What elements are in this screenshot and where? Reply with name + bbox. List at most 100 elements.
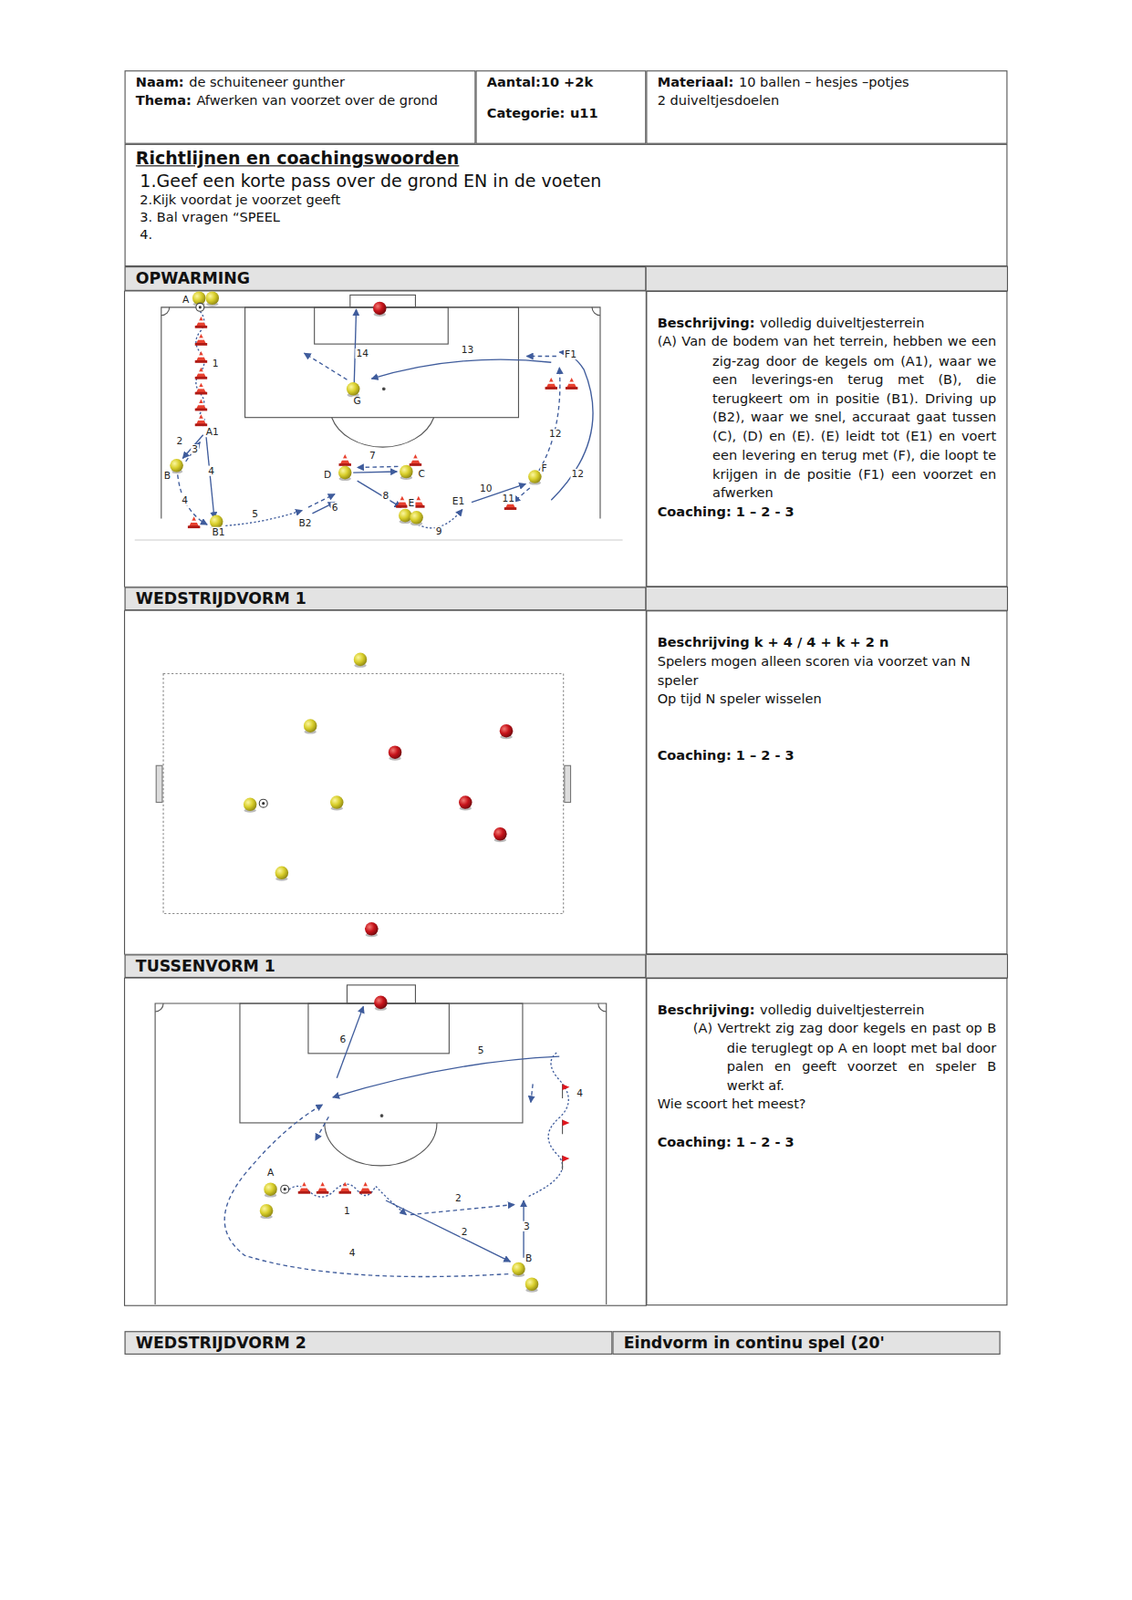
cell-text: de schuiteneer gunther: [188, 74, 345, 91]
text-line: WEDSTRIJDVORM 2: [135, 1332, 602, 1354]
text-line: 2.Kijk voordat je voorzet geeft: [135, 192, 997, 210]
table-cell: Richtlijnen en coachingswoorden1.Geef ee…: [124, 144, 1008, 267]
cell-heading: Beschrijving:: [657, 315, 756, 332]
player-letter: A1: [205, 426, 220, 437]
text-line: Beschrijving k + 4 / 4 + k + 2 n: [657, 633, 997, 654]
drawing-path: [471, 483, 526, 502]
cell-text: Coaching: 1 – 2 - 3: [657, 1133, 795, 1150]
text-line: 2 duiveltjesdoelen: [657, 92, 997, 112]
text-line: Thema:Afwerken van voorzet over de grond: [135, 92, 465, 112]
drawing-use: [263, 1182, 278, 1197]
callout-number: 6: [331, 502, 340, 513]
callout-number: 9: [435, 526, 444, 537]
drawing-path: [550, 352, 593, 500]
cell-heading: Naam:: [135, 74, 185, 91]
callout-number: 1: [342, 1205, 352, 1216]
callout-number: 3: [190, 444, 199, 455]
callout-number: 5: [477, 1045, 486, 1056]
drawing-path: [371, 359, 551, 379]
drawing-use: [195, 316, 208, 329]
player-letter: F1: [563, 349, 578, 360]
drawing-path: [315, 1116, 330, 1141]
drawing-use: [195, 351, 208, 364]
cell-text: Coaching: 1 – 2 - 3: [657, 503, 795, 520]
cell-text: 3. Bal vragen “SPEEL: [135, 208, 281, 225]
drawing-use: [259, 799, 268, 808]
section-header-cell: OPWARMING: [124, 266, 647, 291]
player-letter: C: [416, 468, 426, 479]
cell-heading: WEDSTRIJDVORM 2: [135, 1334, 307, 1353]
drawing-line: [135, 539, 624, 541]
callout-number: 12: [570, 468, 585, 479]
text-line: WEDSTRIJDVORM 1: [135, 589, 635, 611]
text-line: TUSSENVORM 1: [135, 956, 635, 978]
page: Naam:de schuiteneer guntherThema:Afwerke…: [0, 0, 1132, 1431]
drawing-rect: [245, 307, 520, 418]
callout-number: 13: [460, 345, 476, 356]
player-letter: E: [406, 498, 416, 509]
cell-text: 2.Kijk voordat je voorzet geeft: [135, 192, 341, 208]
cell-text: (A) Van de bodem van het terrein, hebben…: [657, 332, 997, 503]
drawing-rect: [645, 586, 1008, 611]
drawing-use: [545, 377, 558, 390]
text-line: Wie scoort het meest?: [657, 1095, 997, 1115]
drawing-rect: [564, 765, 572, 802]
warmup-players: [169, 290, 541, 530]
drawing-rect: [163, 674, 564, 914]
drawing-use: [338, 466, 353, 481]
callout-number: 4: [348, 1247, 357, 1258]
cell-text: Categorie:: [487, 105, 566, 122]
table-cell: Naam:de schuiteneer guntherThema:Afwerke…: [124, 70, 477, 145]
cell-text: Op tijd N speler wisselen: [657, 691, 822, 707]
drawing-path: [206, 436, 215, 520]
drawing-rect: [124, 977, 647, 1306]
callout-number: 5: [250, 508, 260, 520]
drawing-use: [562, 1120, 571, 1135]
drawing-use: [493, 827, 508, 842]
cell-text: u11: [570, 105, 599, 122]
drawing-use: [409, 510, 424, 526]
drawing-path: [332, 417, 435, 447]
callout-number: 14: [354, 348, 370, 359]
drawing-circle: [382, 387, 385, 391]
drawing-use: [280, 1184, 290, 1194]
drawing-use: [195, 367, 208, 380]
callout-number: 2: [454, 1193, 463, 1204]
drawing-path: [186, 442, 201, 462]
drawing-use: [205, 290, 219, 306]
drawing-path: [357, 480, 402, 508]
callout-number: 12: [548, 428, 563, 439]
drawing-use: [562, 1155, 571, 1171]
text-line: Coaching: 1 – 2 - 3: [657, 1132, 997, 1153]
player-letter: B: [163, 470, 173, 481]
drawing-path: [332, 1056, 560, 1098]
drawing-use: [458, 795, 473, 811]
cell-heading: Beschrijving k + 4 / 4 + k + 2 n: [657, 634, 890, 651]
cell-text: 1.Geef een korte pass over de grond EN i…: [135, 170, 603, 191]
cell-heading: Materiaal:: [657, 74, 735, 91]
cell-text: 4.: [135, 226, 153, 242]
text-line: Coaching: 1 – 2 - 3: [657, 746, 997, 766]
text-line: 1.Geef een korte pass over de grond EN i…: [135, 169, 997, 193]
drawing-use: [373, 301, 387, 317]
drawing-use: [259, 1204, 274, 1219]
player-letter: E1: [451, 496, 467, 507]
drawing-use: [169, 458, 184, 474]
drawing-path: [177, 474, 208, 525]
drawing-path: [513, 488, 530, 503]
callout-number: 3: [522, 1221, 531, 1232]
drawing-use: [565, 377, 578, 390]
text-line: Beschrijving:volledig duiveltjesterrein: [657, 1001, 997, 1021]
drawing-path: [385, 1200, 511, 1262]
cell-frames: [124, 266, 1008, 1306]
cell-heading: OPWARMING: [135, 269, 250, 288]
player-letter: F: [540, 463, 548, 474]
callout-number: 7: [368, 450, 377, 461]
drawing-circle: [380, 1114, 384, 1118]
section-header-cell: WEDSTRIJDVORM 1: [124, 586, 647, 611]
player-letter: B: [524, 1253, 534, 1264]
drawing-path: [353, 471, 397, 473]
cell-text: 2 duiveltjesdoelen: [657, 93, 780, 109]
drawing-path: [155, 1003, 607, 1305]
text-line: (A) Van de bodem van het terrein, hebben…: [657, 332, 997, 503]
